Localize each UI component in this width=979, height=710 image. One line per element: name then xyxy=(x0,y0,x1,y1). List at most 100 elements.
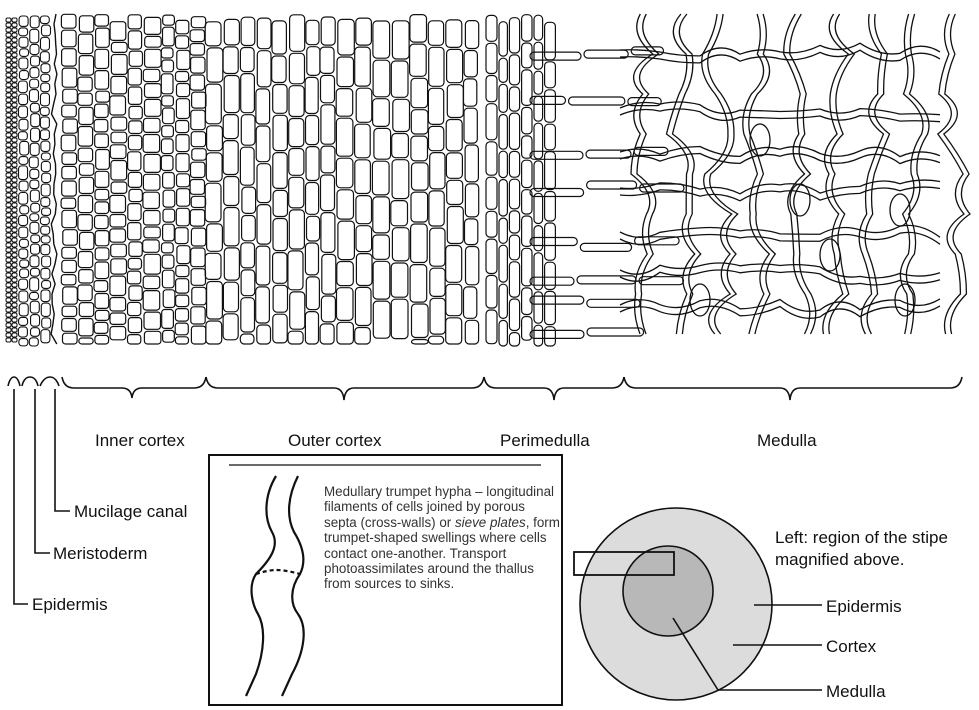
epidermis-cell xyxy=(12,103,17,107)
outer-cortex-cell xyxy=(336,89,353,117)
outer-cortex-cell xyxy=(257,51,271,87)
trumpet-hypha-inset: Medullary trumpet hypha – longitudinal f… xyxy=(208,454,563,706)
medulla-vertical-hypha xyxy=(859,14,883,334)
meristoderm-cell xyxy=(30,190,39,202)
meristoderm-cell xyxy=(30,214,39,221)
epidermis-cell xyxy=(12,178,17,182)
medulla-vertical-hypha xyxy=(944,14,970,334)
outer-cortex-cell xyxy=(373,21,390,58)
inner-cortex-cell xyxy=(161,139,173,154)
outer-cortex-cell xyxy=(224,19,239,45)
meristoderm-cells xyxy=(18,16,50,346)
outer-cortex-cell xyxy=(411,110,428,134)
epidermis-cell xyxy=(12,123,17,127)
outer-cortex-cell xyxy=(464,51,477,77)
inner-cortex-cell xyxy=(110,313,126,324)
inner-cortex-cell xyxy=(191,17,205,28)
meristoderm-cell xyxy=(42,318,51,328)
epidermis-cell xyxy=(6,108,11,112)
outer-cortex-cell xyxy=(337,57,354,87)
inner-cortex-cell xyxy=(143,276,160,289)
inner-cortex-cell xyxy=(163,224,175,241)
epidermis-cell xyxy=(6,143,11,147)
meristoderm-cell xyxy=(41,245,50,255)
epidermis-cell xyxy=(12,213,17,217)
meristoderm-cell xyxy=(30,103,39,112)
epidermis-cell xyxy=(6,243,11,247)
meristoderm-cell xyxy=(19,304,28,316)
outer-cortex-cell xyxy=(306,277,319,310)
inner-cortex-cell xyxy=(162,310,174,329)
meristoderm-cell xyxy=(41,290,50,302)
epidermis-cell xyxy=(12,308,17,312)
inner-cortex-cell xyxy=(128,31,141,49)
meristoderm-cell xyxy=(30,143,39,155)
inner-cortex-cell xyxy=(177,246,190,264)
epidermis-cell xyxy=(6,283,11,287)
epidermis-cell xyxy=(6,158,11,162)
epidermis-cell xyxy=(6,308,11,312)
meristoderm-cell xyxy=(40,117,49,128)
perimedulla-cell xyxy=(499,320,507,346)
inner-cortex-cell xyxy=(110,229,126,242)
inner-cortex-cell xyxy=(110,298,126,312)
outer-cortex-cell xyxy=(241,270,255,296)
outer-cortex-cell xyxy=(446,246,462,283)
inner-cortex-cell xyxy=(192,287,206,305)
epidermis-cell xyxy=(6,268,11,272)
outer-cortex-cell xyxy=(205,22,221,46)
outer-cortex-cell xyxy=(256,126,270,162)
epidermis-cell xyxy=(6,148,11,152)
inner-cortex-cell xyxy=(177,189,190,207)
meristoderm-cell xyxy=(30,256,39,267)
meristoderm-cell xyxy=(19,94,28,104)
inner-cortex-cell xyxy=(144,312,161,329)
epidermis-cell xyxy=(12,163,17,167)
epidermis-cell xyxy=(6,313,11,317)
outer-cortex-cell xyxy=(289,210,304,249)
epidermis-cell xyxy=(6,163,11,167)
perimedulla-cell xyxy=(545,327,556,346)
inner-cortex-cell xyxy=(79,56,93,76)
inner-cortex-cell xyxy=(62,260,77,272)
outer-cortex-cell xyxy=(355,124,371,158)
perimedulla-cell xyxy=(499,58,507,82)
inner-cortex-cell xyxy=(143,291,160,311)
meristoderm-cell xyxy=(31,235,40,243)
inner-cortex-cell xyxy=(96,28,110,47)
outer-cortex-cell xyxy=(410,44,427,76)
epidermis-cell xyxy=(6,203,11,207)
outer-cortex-cell xyxy=(410,265,427,303)
outer-cortex-cell xyxy=(356,18,372,45)
epidermis-cell xyxy=(12,323,17,327)
medulla-horizontal-hypha xyxy=(620,225,940,237)
inner-cortex-cell xyxy=(63,333,78,344)
epidermis-cell xyxy=(12,268,17,272)
epidermis-cell xyxy=(12,33,17,37)
epidermis-cell xyxy=(12,108,17,112)
inner-cortex-cell xyxy=(111,259,127,274)
meristoderm-cell xyxy=(29,292,38,299)
epidermis-cell xyxy=(6,328,11,332)
medulla-horizontal-hypha xyxy=(620,263,940,278)
epidermis-cell xyxy=(12,98,17,102)
perimedulla-cells xyxy=(486,15,684,346)
inner-cortex-cell xyxy=(78,148,92,162)
inner-cortex-cell xyxy=(143,174,160,190)
inner-cortex-cell xyxy=(129,189,142,201)
perimedulla-cell xyxy=(534,96,543,121)
outer-cortex-cell xyxy=(429,191,444,226)
inner-cortex-cell xyxy=(95,310,109,320)
outer-cortex-cell xyxy=(410,15,427,42)
meristoderm-cell xyxy=(30,79,39,88)
cs-label-medulla: Medulla xyxy=(826,683,886,700)
outer-cortex-cell xyxy=(223,282,238,312)
meristoderm-cell xyxy=(19,249,28,258)
outer-cortex-cell xyxy=(273,115,287,150)
inner-cortex-cell xyxy=(177,174,190,187)
perimedulla-cell xyxy=(545,223,556,260)
inner-cortex-cell xyxy=(78,93,92,105)
outer-cortex-cell xyxy=(336,158,353,188)
epidermis-cell xyxy=(12,203,17,207)
epidermis-cell xyxy=(6,318,11,322)
